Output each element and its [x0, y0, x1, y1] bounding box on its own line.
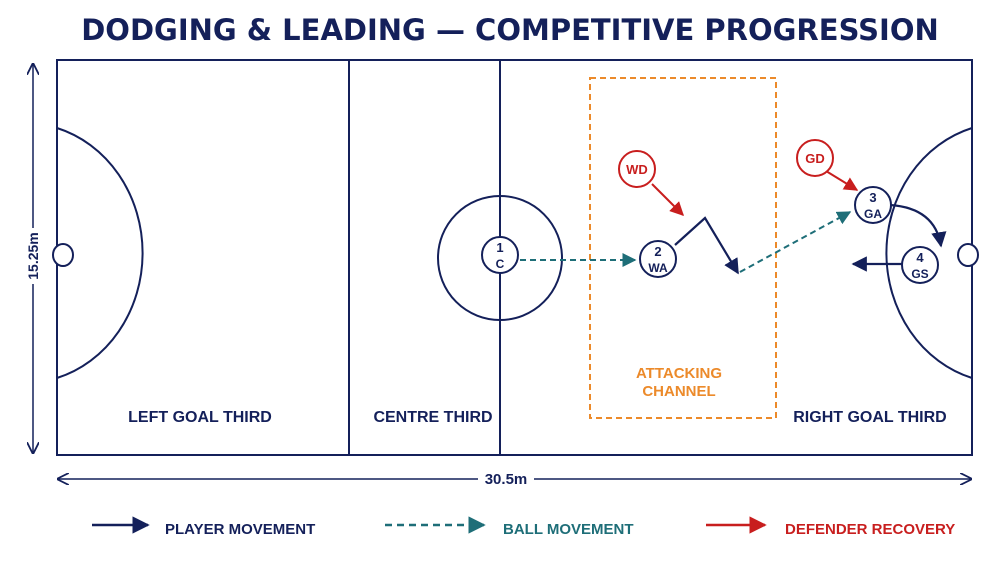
- centre-circle: [437, 195, 563, 321]
- legend-player-movement-label: PLAYER MOVEMENT: [165, 521, 315, 538]
- legend-item-defender-recovery: DEFENDER RECOVERY: [706, 516, 955, 538]
- wd-recovery-path: [651, 183, 684, 216]
- defender-wd: WD: [618, 150, 656, 188]
- legend-ball-movement-label: BALL MOVEMENT: [503, 521, 634, 538]
- right-goal-third-label: RIGHT GOAL THIRD: [793, 409, 946, 426]
- attacking-channel-label-line2: CHANNEL: [642, 383, 715, 400]
- right-goal-circle: [885, 127, 973, 379]
- player-wa-position: WA: [648, 261, 668, 275]
- player-gs-marker: [901, 246, 939, 284]
- attacking-channel-label-line1: ATTACKING: [636, 365, 722, 382]
- ga-lead-path: [889, 203, 947, 248]
- player-gs-number: 4: [916, 250, 924, 265]
- player-wa: 2 WA: [639, 240, 677, 278]
- player-wa-number: 2: [654, 244, 661, 259]
- legend-item-ball-movement: BALL MOVEMENT: [385, 516, 634, 538]
- player-ga: 3 GA: [854, 186, 892, 224]
- player-gs: 4 GS: [901, 246, 939, 284]
- player-c-position: C: [496, 257, 505, 271]
- defender-gd: GD: [796, 139, 834, 177]
- length-dimension-label: 30.5m: [485, 471, 528, 488]
- gd-recovery-path: [825, 170, 859, 191]
- player-c: 1 C: [481, 236, 519, 274]
- width-dimension-label: 15.25m: [25, 232, 41, 279]
- attacking-channel-box: [589, 77, 777, 419]
- length-dimension: 30.5m: [58, 469, 971, 489]
- left-goal-post: [52, 243, 74, 267]
- left-goal-circle: [56, 127, 144, 379]
- ball-pass-wa-to-ga: [739, 211, 852, 273]
- court: [52, 59, 979, 456]
- player-c-number: 1: [496, 240, 503, 255]
- player-ga-position: GA: [864, 207, 882, 221]
- legend-item-player-movement: PLAYER MOVEMENT: [92, 516, 315, 538]
- width-dimension: 15.25m: [24, 64, 42, 453]
- right-goal-post: [957, 243, 979, 267]
- defender-wd-position: WD: [626, 162, 648, 177]
- player-c-marker: [481, 236, 519, 274]
- defender-gd-marker: [796, 139, 834, 177]
- defender-gd-position: GD: [805, 151, 825, 166]
- player-ga-marker: [854, 186, 892, 224]
- player-ga-number: 3: [869, 190, 876, 205]
- legend-defender-recovery-label: DEFENDER RECOVERY: [785, 521, 955, 538]
- centre-third-label: CENTRE THIRD: [373, 409, 492, 426]
- defender-wd-marker: [618, 150, 656, 188]
- legend: PLAYER MOVEMENT BALL MOVEMENT DEFENDER R…: [92, 516, 955, 538]
- wa-dodge-path: [674, 216, 739, 275]
- left-goal-third-label: LEFT GOAL THIRD: [128, 409, 272, 426]
- player-gs-position: GS: [911, 267, 928, 281]
- player-wa-marker: [639, 240, 677, 278]
- diagram-title: DODGING & LEADING — COMPETITIVE PROGRESS…: [81, 13, 939, 47]
